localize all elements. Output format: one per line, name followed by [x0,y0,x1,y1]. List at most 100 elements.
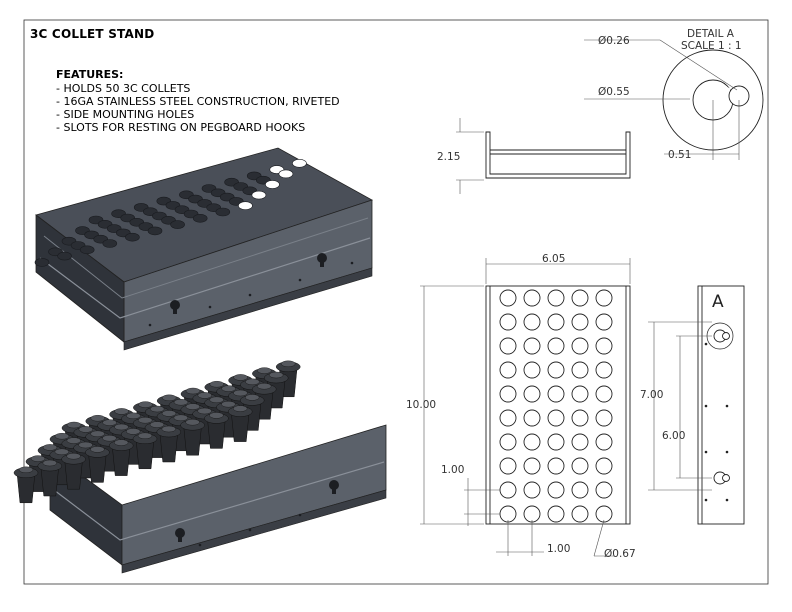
iso-hole [238,201,253,210]
front-hole [523,409,541,427]
front-hole [595,457,613,475]
front-hole [523,433,541,451]
front-hole [499,337,517,355]
front-hole [499,433,517,451]
front-hole [595,289,613,307]
iso-hole [34,258,50,267]
front-hole [571,433,589,451]
side-height-dim: 2.15 [437,151,460,163]
front-hole [499,481,517,499]
front-hole [595,505,613,523]
collet [263,371,289,409]
front-hole [595,481,613,499]
front-hole [547,289,565,307]
front-hole [499,361,517,379]
feature-item: - SIDE MOUNTING HOLES [56,108,195,121]
front-hole [571,289,589,307]
front-hole [571,409,589,427]
front-hole [571,337,589,355]
front-hole [547,385,565,403]
drawing-title: 3C COLLET STAND [30,27,155,41]
front-hole [547,457,565,475]
features-heading: FEATURES: [56,68,124,81]
iso-hole [147,226,163,236]
front-hole [499,505,517,523]
front-hole [547,337,565,355]
front-hole [547,505,565,523]
collet [37,459,63,497]
collet [204,412,229,449]
iso-hole [125,232,140,242]
front-hole [523,313,541,331]
iso-hole [79,245,95,255]
collet [108,439,134,476]
iso-hole [170,220,185,229]
front-hole [523,481,541,499]
end-view: A 7.00 6.00 [640,285,745,525]
collet [180,419,205,456]
hole-spacing-dim: 6.00 [662,430,685,442]
front-hole [571,505,589,523]
side-view: 2.15 [437,118,631,194]
collet [85,446,110,483]
iso-hole [265,180,280,189]
detail-offset-dim: 0.51 [668,149,691,161]
front-hole [523,361,541,379]
front-hole [547,409,565,427]
pitch-v-dim: 1.00 [441,464,464,476]
iso-hole [215,207,231,217]
front-hole [571,361,589,379]
feature-item: - SLOTS FOR RESTING ON PEGBOARD HOOKS [56,121,306,134]
collet [227,405,253,442]
front-hole [547,361,565,379]
front-hole [595,361,613,379]
front-hole [595,337,613,355]
hole-dia-dim: Ø0.67 [604,548,636,560]
front-hole [523,385,541,403]
front-hole [499,457,517,475]
front-hole [523,289,541,307]
front-hole [499,313,517,331]
front-hole [547,481,565,499]
collet [156,425,182,463]
front-hole [571,313,589,331]
iso-hole [278,169,294,179]
iso-view-empty [34,147,373,351]
features-list: - HOLDS 50 3C COLLETS - 16GA STAINLESS S… [56,82,340,134]
front-hole [595,409,613,427]
sheet-border [23,19,769,585]
feature-item: - 16GA STAINLESS STEEL CONSTRUCTION, RIV… [56,95,340,108]
front-hole [547,433,565,451]
detail-scale: SCALE 1 : 1 [681,40,742,52]
front-hole [595,313,613,331]
iso-hole [251,190,267,200]
detail-title: DETAIL A [687,28,735,40]
front-hole [547,313,565,331]
front-hole [571,457,589,475]
iso-hole [102,239,118,248]
front-view: 6.05 10.00 1.00 1.00 Ø0.67 [406,253,636,560]
front-length-dim: 10.00 [406,399,436,411]
front-hole [571,385,589,403]
front-hole [499,385,517,403]
iso-hole [292,159,307,168]
detail-dia-small: Ø0.26 [598,35,630,47]
detail-a-view: Ø0.26 Ø0.55 0.51 DETAIL A SCALE 1 : 1 [584,28,764,161]
pitch-h-dim: 1.00 [547,543,570,555]
front-hole [523,505,541,523]
collet [132,432,158,470]
front-hole [571,481,589,499]
detail-dia-large: Ø0.55 [598,86,630,98]
front-width-dim: 6.05 [542,253,565,265]
slot-spacing-dim: 7.00 [640,389,663,401]
detail-a-callout: A [712,292,724,312]
iso-hole [57,251,72,261]
front-hole [523,337,541,355]
collet [61,453,86,490]
iso-view-loaded [13,360,387,574]
collet [13,466,39,504]
front-hole [595,385,613,403]
iso-hole [192,214,208,223]
front-hole [499,409,517,427]
